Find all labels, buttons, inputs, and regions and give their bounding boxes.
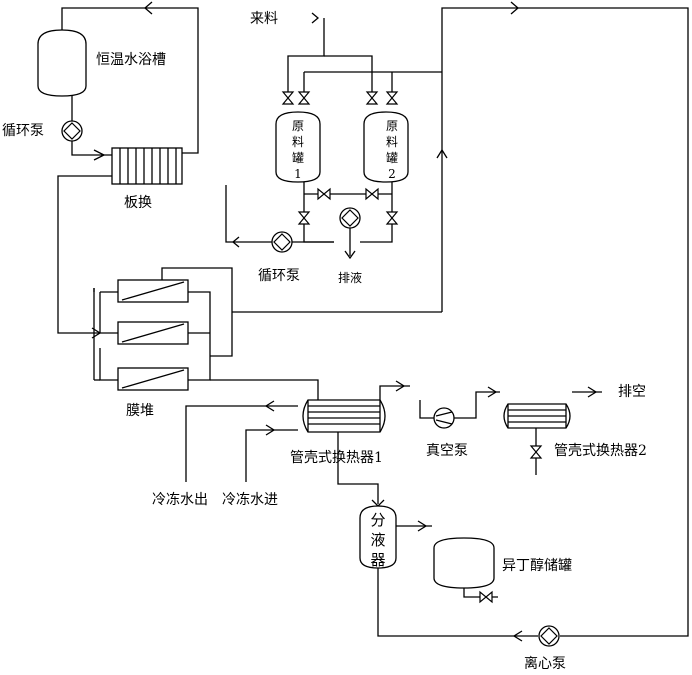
tank-1-char-2: 料 [292, 135, 304, 149]
separator-char-3: 器 [370, 551, 385, 569]
vacuum-pump-label: 真空泵 [426, 443, 468, 459]
membrane-stack [117, 279, 189, 391]
drain-pump [339, 207, 361, 229]
tank-2-char-1: 原 [386, 119, 398, 133]
tank-1-char-1: 原 [292, 119, 304, 133]
centrifugal-pump [538, 625, 560, 647]
circulation-pump-1-label: 循环泵 [2, 123, 44, 139]
chilled-water-out-label: 冷冻水出 [152, 491, 208, 508]
separator-char-1: 分 [370, 511, 385, 529]
tank-2-char-2: 料 [386, 135, 398, 149]
chilled-water-in-label: 冷冻水进 [222, 491, 278, 508]
tank-1-char-3: 罐 [292, 151, 304, 165]
isobutanol-tank [433, 537, 495, 589]
shell-tube-exchanger-1 [302, 399, 386, 433]
feed-label: 来料 [250, 11, 278, 27]
flow-arrows [91, 1, 598, 642]
vent-label: 排空 [618, 384, 646, 400]
separator-char-2: 液 [370, 531, 385, 549]
plate-exchanger [111, 147, 183, 185]
tank-2-char-4: 2 [388, 167, 396, 181]
membrane-stack-label: 膜堆 [126, 403, 154, 419]
separator [359, 505, 397, 569]
tank-1-char-4: 1 [294, 167, 302, 181]
feed-tank-2 [363, 111, 409, 183]
plate-exchanger-label: 板换 [124, 194, 152, 211]
vacuum-pump [433, 407, 455, 429]
circulation-pump-2 [271, 231, 293, 253]
isobutanol-tank-label: 异丁醇储罐 [502, 557, 572, 574]
water-bath-tank [37, 29, 87, 97]
feed-tank-1 [275, 111, 321, 183]
shell-tube-1-label: 管壳式换热器1 [290, 449, 383, 466]
shell-tube-2-label: 管壳式换热器2 [554, 442, 647, 459]
shell-tube-exchanger-2 [503, 403, 571, 429]
water-bath-label: 恒温水浴槽 [96, 52, 166, 68]
circulation-pump-1 [61, 120, 83, 142]
drain-label: 排液 [338, 270, 362, 285]
circulation-pump-2-label: 循环泵 [258, 268, 300, 284]
tank-2-char-3: 罐 [386, 151, 398, 165]
centrifugal-pump-label: 离心泵 [524, 655, 566, 672]
